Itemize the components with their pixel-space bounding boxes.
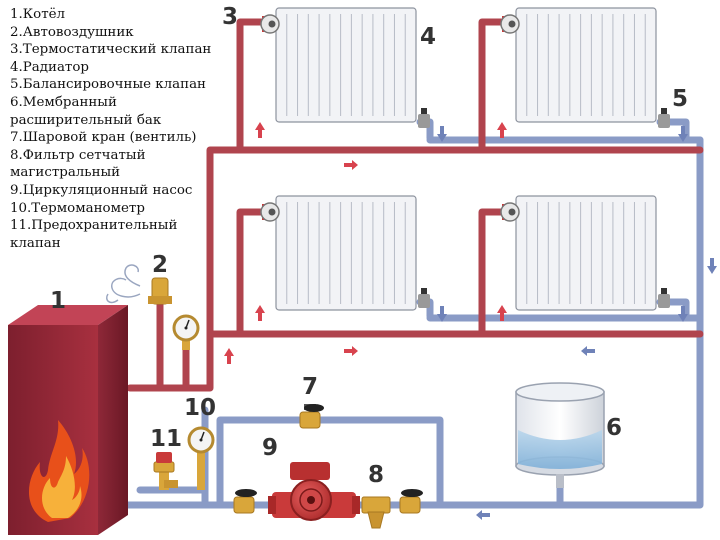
return-main-pipe — [201, 136, 704, 509]
marker-air-vent: 2 — [152, 252, 168, 278]
safety-valve — [153, 452, 178, 490]
component-legend: 1.Котёл 2.Автовоздушник 3.Термостатическ… — [10, 6, 220, 252]
arrow-up-2 — [497, 122, 507, 138]
legend-item: 4.Радиатор — [10, 59, 89, 75]
arrow-up-4 — [497, 305, 507, 321]
arrow-up-1 — [255, 122, 265, 138]
legend-item: 10.Термоманометр — [10, 200, 145, 216]
marker-radiator: 4 — [420, 24, 436, 50]
thermostatic-valve-icon — [260, 202, 280, 222]
arrow-left-1 — [581, 346, 595, 356]
arrow-down-5 — [707, 258, 717, 274]
radiators — [260, 7, 657, 311]
boiler-side — [98, 305, 128, 535]
marker-expansion-tank: 6 — [606, 415, 622, 441]
circulation-pump — [268, 462, 360, 521]
marker-safety-valve: 11 — [150, 426, 182, 452]
marker-boiler: 1 — [50, 288, 66, 314]
supply-riser-4 — [478, 208, 510, 338]
arrow-down-1 — [437, 126, 447, 142]
arrow-up-3 — [255, 305, 265, 321]
legend-item: 1.Котёл — [10, 7, 66, 22]
supply-main-pipe — [126, 146, 704, 392]
thermomanometer-supply — [172, 314, 200, 350]
return-arrows — [437, 126, 717, 520]
arrow-down-3 — [437, 306, 447, 322]
radiator — [500, 195, 657, 311]
thermostatic-valve-icon — [500, 14, 520, 34]
pump-terminal-box — [290, 462, 330, 480]
legend-item: 3.Термостатический клапан — [10, 42, 212, 58]
arrow-left-2 — [476, 510, 490, 520]
boiler-top — [8, 305, 128, 325]
marker-ball-valve: 7 — [302, 374, 318, 400]
arrow-down-4 — [678, 306, 688, 322]
legend-item: 2.Автовоздушник — [10, 24, 134, 40]
air-vent — [106, 264, 172, 305]
radiator — [260, 195, 417, 311]
boiler — [8, 305, 128, 535]
marker-balancing-valve: 5 — [672, 86, 688, 112]
number-markers: 1 2 3 4 5 6 7 8 9 10 11 — [50, 4, 688, 488]
arrow-up-5 — [224, 348, 234, 364]
legend-item: 6.Мембранный расширительный бак — [10, 94, 162, 128]
marker-filter: 8 — [368, 462, 384, 488]
arrow-down-2 — [678, 126, 688, 142]
supply-arrows — [224, 122, 507, 364]
supply-riser-3 — [236, 208, 272, 338]
legend-item: 9.Циркуляционный насос — [10, 182, 193, 198]
mesh-filter — [361, 496, 391, 529]
legend-item: 8.Фильтр сетчатый магистральный — [10, 147, 146, 181]
supply-riser-1 — [236, 18, 272, 154]
ball-valve-left — [233, 489, 257, 514]
ball-valves — [233, 108, 670, 514]
supply-riser-2 — [478, 18, 510, 154]
expansion-tank — [515, 382, 605, 488]
thermostatic-valve-icon — [500, 202, 520, 222]
marker-pump: 9 — [262, 435, 278, 461]
steam-icon — [106, 264, 141, 304]
ball-valve-bypass — [299, 404, 324, 429]
legend-item: 5.Балансировочные клапан — [10, 77, 206, 93]
legend-item: 7.Шаровой кран (вентиль) — [10, 130, 197, 146]
supply-pipes — [126, 18, 704, 392]
radiator — [260, 7, 417, 123]
legend-item: 11.Предохранительный клапан — [10, 218, 178, 251]
arrow-right-2 — [344, 346, 358, 356]
thermostatic-valve-icon — [260, 14, 280, 34]
ball-valve-radiator — [418, 108, 670, 308]
marker-thermo-valve: 3 — [222, 4, 238, 30]
arrow-right-1 — [344, 160, 358, 170]
thermomanometer-return — [187, 426, 215, 490]
ball-valve-right — [399, 489, 423, 514]
tank-water — [518, 430, 602, 469]
radiator — [500, 7, 657, 123]
flame-icon — [28, 420, 90, 522]
pump-bypass-pipe — [216, 416, 444, 509]
marker-thermomanometer: 10 — [184, 395, 216, 421]
